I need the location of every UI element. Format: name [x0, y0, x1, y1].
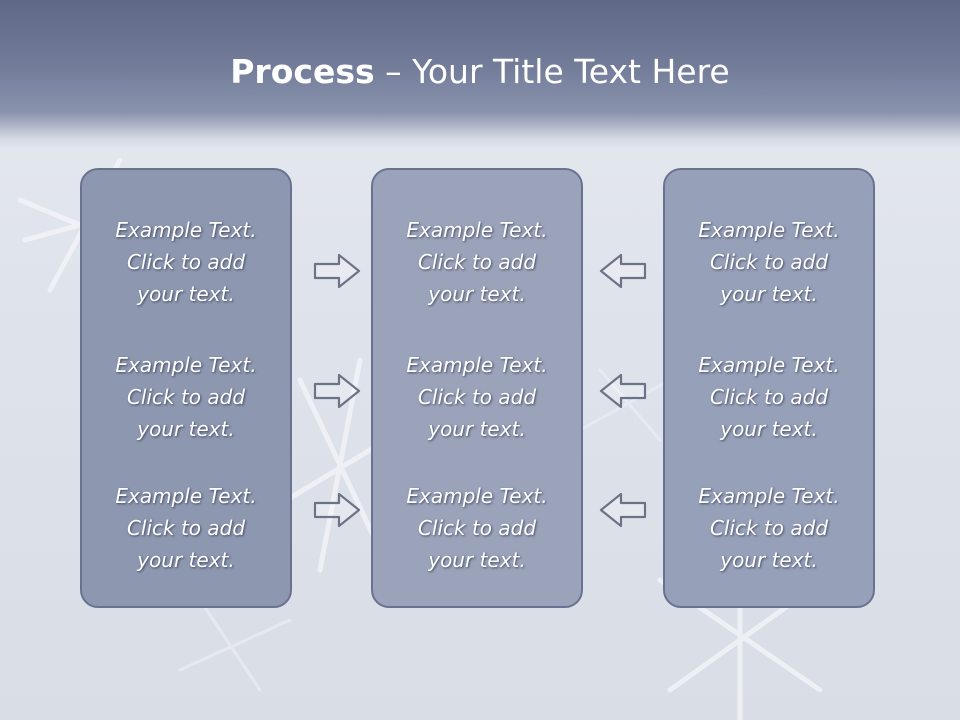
slide-title[interactable]: Process – Your Title Text Here: [0, 52, 960, 91]
text-line: your text.: [137, 282, 235, 306]
arrow-left-icon: [599, 373, 647, 409]
title-bar: [0, 0, 960, 150]
arrow-right-icon: [313, 492, 361, 528]
arrow-right-icon: [313, 253, 361, 289]
text-line: Example Text.: [115, 218, 257, 242]
arrow-left-icon: [599, 253, 647, 289]
text-placeholder[interactable]: Example Text. Click to add your text.: [665, 480, 873, 576]
text-placeholder[interactable]: Example Text. Click to add your text.: [82, 480, 290, 576]
text-line: Click to add: [126, 385, 246, 409]
text-line: your text.: [720, 548, 818, 572]
text-line: Click to add: [126, 250, 246, 274]
text-line: Click to add: [709, 250, 829, 274]
text-line: Example Text.: [698, 218, 840, 242]
arrow-left-icon: [599, 492, 647, 528]
text-line: Example Text.: [406, 353, 548, 377]
text-line: Click to add: [709, 385, 829, 409]
text-line: your text.: [720, 282, 818, 306]
process-box-right[interactable]: Example Text. Click to add your text. Ex…: [663, 168, 875, 608]
text-line: Click to add: [417, 250, 537, 274]
text-placeholder[interactable]: Example Text. Click to add your text.: [373, 214, 581, 310]
text-line: Example Text.: [115, 484, 257, 508]
text-placeholder[interactable]: Example Text. Click to add your text.: [665, 214, 873, 310]
text-line: your text.: [137, 548, 235, 572]
text-line: Click to add: [417, 385, 537, 409]
process-box-center[interactable]: Example Text. Click to add your text. Ex…: [371, 168, 583, 608]
process-box-left[interactable]: Example Text. Click to add your text. Ex…: [80, 168, 292, 608]
text-line: Example Text.: [406, 218, 548, 242]
title-rest: – Your Title Text Here: [374, 52, 730, 91]
text-line: Click to add: [709, 516, 829, 540]
text-placeholder[interactable]: Example Text. Click to add your text.: [82, 349, 290, 445]
text-line: your text.: [428, 282, 526, 306]
text-line: your text.: [428, 417, 526, 441]
arrow-right-icon: [313, 373, 361, 409]
text-line: Example Text.: [698, 353, 840, 377]
title-bold: Process: [230, 52, 375, 91]
text-placeholder[interactable]: Example Text. Click to add your text.: [373, 480, 581, 576]
text-line: Example Text.: [698, 484, 840, 508]
text-placeholder[interactable]: Example Text. Click to add your text.: [373, 349, 581, 445]
text-line: Click to add: [417, 516, 537, 540]
text-line: Example Text.: [115, 353, 257, 377]
text-placeholder[interactable]: Example Text. Click to add your text.: [82, 214, 290, 310]
text-line: your text.: [720, 417, 818, 441]
text-line: your text.: [428, 548, 526, 572]
text-placeholder[interactable]: Example Text. Click to add your text.: [665, 349, 873, 445]
text-line: Example Text.: [406, 484, 548, 508]
text-line: your text.: [137, 417, 235, 441]
text-line: Click to add: [126, 516, 246, 540]
